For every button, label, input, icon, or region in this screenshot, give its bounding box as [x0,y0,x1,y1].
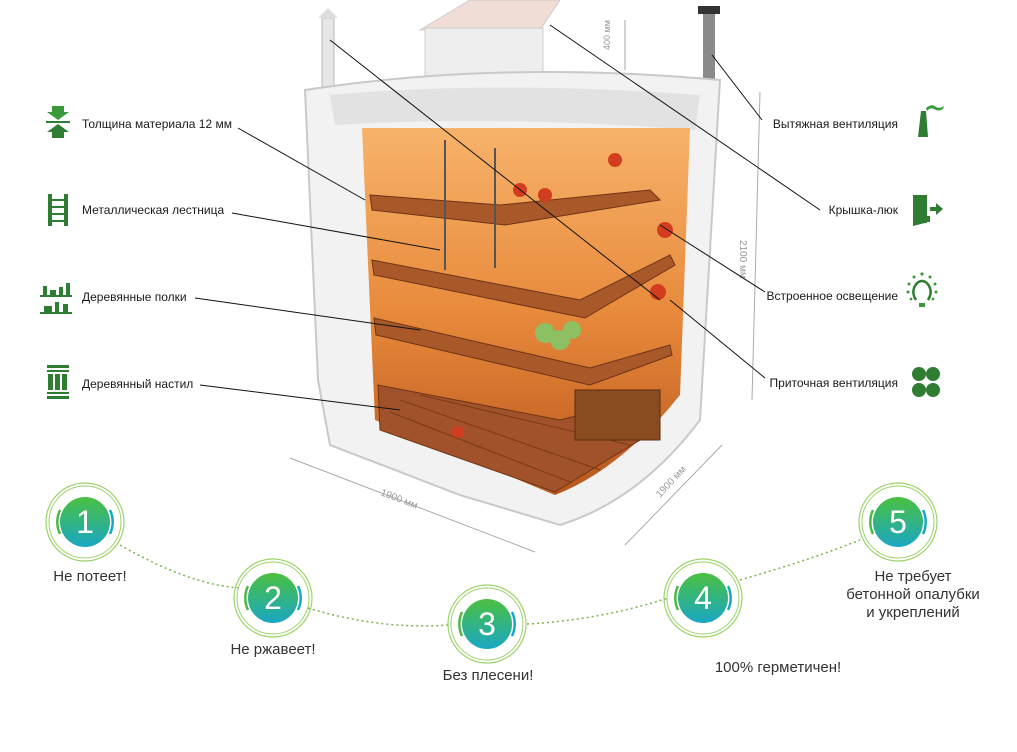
dimension-height: 2100 мм [737,240,748,279]
step-3-text: Без плесени! [442,667,534,684]
feature-label: Вытяжная вентиляция [772,117,898,131]
step-number: 2 [264,580,282,616]
ladder-icon [40,192,76,228]
step-2-badge: 2 [231,556,315,640]
wooden-deck-icon [40,364,76,400]
dimension-width: 1900 мм [379,488,419,512]
step-number: 5 [889,504,907,540]
step-3-badge: 3 [445,582,529,666]
step-1-text: Не потеет! [53,568,127,585]
step-4-badge: 4 [661,556,745,640]
step-number: 3 [478,606,496,642]
step-5-badge: 5 [856,480,940,564]
feature-label: Деревянный настил [82,377,194,391]
feature-label: Крышка-люк [828,203,898,217]
exit-door-icon [910,192,946,228]
step-number: 1 [76,504,94,540]
feature-label: Металлическая лестница [82,203,225,217]
light-bulb-icon [904,272,940,308]
step-number: 4 [694,580,712,616]
fan-icon [908,364,944,400]
step-5-line: бетонной опалубки [846,586,980,603]
feature-label: Приточная вентиляция [769,376,898,390]
compress-arrows-icon [40,104,76,140]
step-1-badge: 1 [43,480,127,564]
step-5-line: и укреплений [866,604,960,621]
feature-label: Толщина материала 12 мм [82,117,232,131]
dimension-hatch: 400 мм [602,20,612,50]
steps-connector [119,539,861,627]
feature-label: Встроенное освещение [766,289,898,303]
step-4-text: 100% герметичен! [714,659,842,676]
step-5-text: Не требует бетонной опалубки и укреплени… [833,568,993,622]
chimney-icon [912,103,948,139]
shelves-icon [38,280,74,316]
dimension-depth: 1900 мм [654,464,689,500]
step-2-text: Не ржавеет! [230,641,316,658]
step-5-line: Не требует [874,568,952,585]
feature-label: Деревянные полки [82,290,187,304]
